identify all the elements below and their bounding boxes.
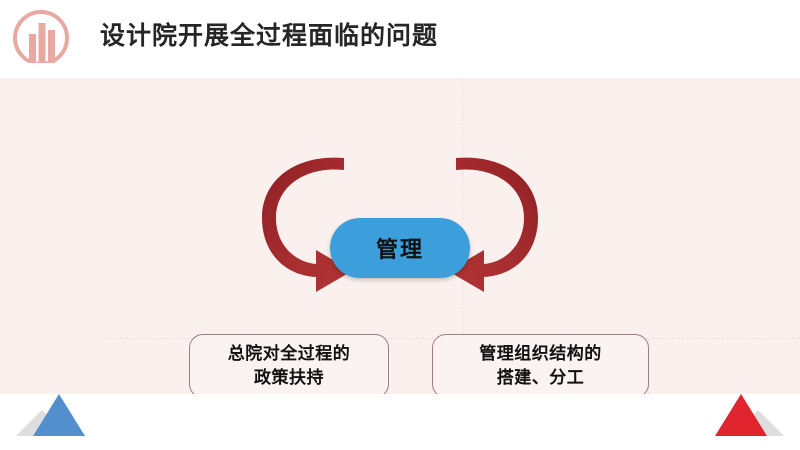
org-structure-box[interactable]: 管理组织结构的 搭建、分工 <box>432 334 649 398</box>
org-structure-line-1: 管理组织结构的 <box>479 344 602 363</box>
policy-support-box[interactable]: 总院对全过程的 政策扶持 <box>189 334 389 398</box>
center-node-label: 管理 <box>375 237 424 262</box>
policy-support-line-2: 政策扶持 <box>254 368 324 387</box>
footer-decoration <box>0 394 800 450</box>
content-panel: 管理 总院对全过程的 政策扶持 管理组织结构的 搭建、分工 <box>0 78 800 398</box>
page-title: 设计院开展全过程面临的问题 <box>100 22 439 50</box>
org-structure-line-2: 搭建、分工 <box>496 368 585 387</box>
blue-triangle <box>33 394 85 436</box>
center-node-management[interactable]: 管理 <box>330 218 470 278</box>
slide-header: 设计院开展全过程面临的问题 <box>0 0 800 78</box>
policy-support-line-1: 总院对全过程的 <box>227 344 351 363</box>
red-triangle <box>715 394 767 436</box>
left-curved-arrow <box>262 157 352 292</box>
institute-logo-icon <box>10 7 72 69</box>
